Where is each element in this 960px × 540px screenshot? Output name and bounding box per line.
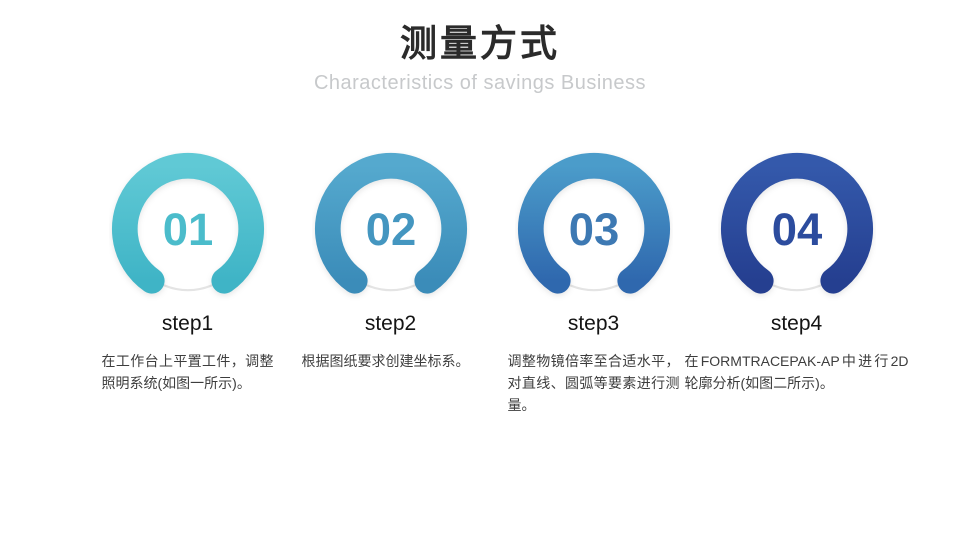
- progress-ring: [720, 153, 873, 294]
- step2-label: step2: [364, 312, 417, 336]
- page-title: 测量方式: [400, 23, 560, 64]
- steps-row: 01 step1 在工作台上平置工件，调整照明系统(如图一所示)。 02 ste…: [86, 150, 909, 415]
- step4-label: step4: [770, 312, 823, 336]
- step3-number: 03: [568, 204, 619, 255]
- step2-description: 根据图纸要求创建坐标系。: [301, 352, 470, 369]
- page-subtitle: Characteristics of savings Business: [313, 72, 647, 95]
- step1-description: 在工作台上平置工件，调整照明系统(如图一所示)。: [101, 352, 274, 391]
- step1-number: 01: [162, 204, 213, 255]
- step3-description: 调整物镜倍率至合适水平，对直线、圆弧等要素进行测量。: [507, 352, 680, 413]
- step4-description: 在FORMTRACEPAK-AP中进行2D轮廓分析(如图二所示)。: [684, 352, 909, 391]
- slide-header: 测量方式 Characteristics of savings Business: [0, 0, 960, 96]
- step-column-3: 03 step3 调整物镜倍率至合适水平，对直线、圆弧等要素进行测量。: [492, 150, 695, 415]
- step-column-4: 04 step4 在FORMTRACEPAK-AP中进行2D轮廓分析(如图二所示…: [685, 150, 909, 415]
- step3-ring-icon: 03: [517, 153, 670, 294]
- progress-ring: [111, 153, 264, 294]
- progress-ring: [314, 153, 467, 294]
- step-column-1: 01 step1 在工作台上平置工件，调整照明系统(如图一所示)。: [86, 150, 289, 415]
- step4-ring-icon: 04: [720, 153, 873, 294]
- step-column-2: 02 step2 根据图纸要求创建坐标系。: [289, 150, 492, 415]
- step1-ring-icon: 01: [111, 153, 264, 294]
- step2-number: 02: [365, 204, 416, 255]
- step3-label: step3: [567, 312, 620, 336]
- step1-label: step1: [161, 312, 214, 336]
- step2-ring-icon: 02: [314, 153, 467, 294]
- progress-ring: [517, 153, 670, 294]
- step4-number: 04: [771, 204, 822, 255]
